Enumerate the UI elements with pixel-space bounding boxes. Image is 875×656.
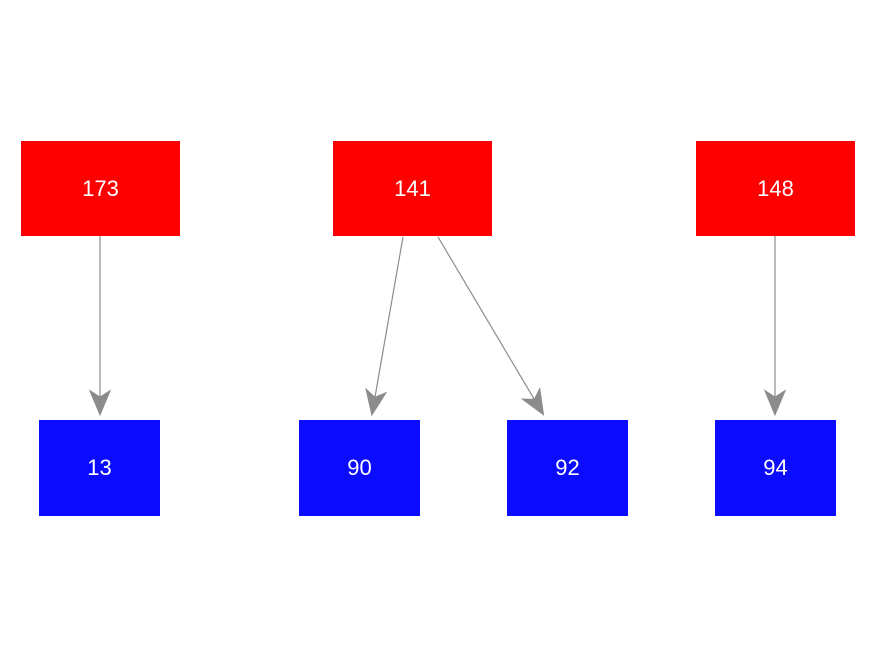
- node-label: 173: [82, 175, 119, 201]
- edge-n141-to-n92: [437, 236, 545, 416]
- node-label: 90: [347, 455, 372, 480]
- node-label: 141: [394, 175, 431, 201]
- graph-node-148: 148: [696, 141, 855, 236]
- node-label: 94: [763, 455, 788, 480]
- node-label: 13: [87, 455, 112, 480]
- graph-node-141: 141: [333, 141, 492, 236]
- edge-n141-to-n90: [365, 236, 404, 417]
- node-label: 148: [757, 175, 794, 201]
- graph-node-90: 90: [299, 420, 420, 516]
- graph-node-92: 92: [507, 420, 628, 516]
- node-label: 92: [555, 455, 580, 480]
- graph-node-94: 94: [715, 420, 836, 516]
- graph-node-173: 173: [21, 141, 180, 236]
- graph-node-13: 13: [39, 420, 160, 516]
